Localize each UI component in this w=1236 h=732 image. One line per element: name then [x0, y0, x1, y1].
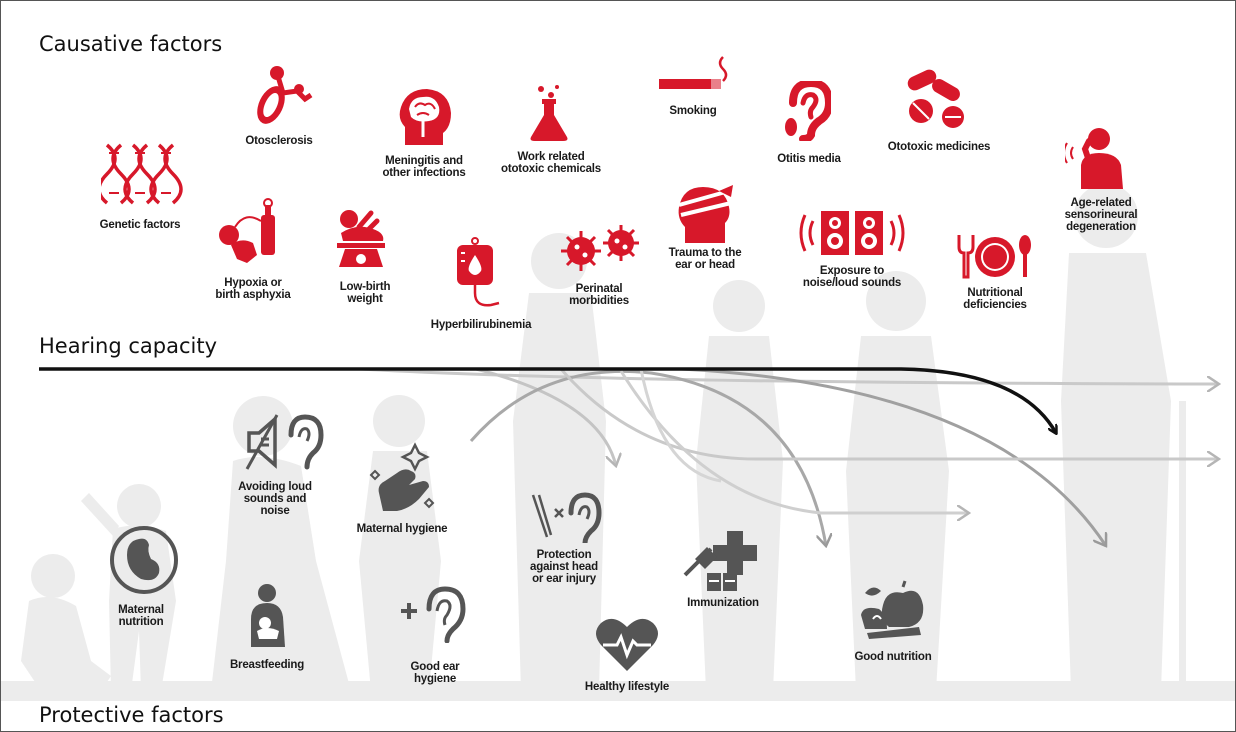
label-healthy-lifestyle: Healthy lifestyle	[584, 681, 670, 693]
pills-icon	[907, 69, 964, 128]
iv-bag-icon	[457, 237, 500, 307]
label-smoking: Smoking	[669, 105, 717, 117]
label-maternal-nutrition: Maternal nutrition	[118, 604, 164, 628]
dna-icon	[101, 143, 183, 205]
protective-factors-heading: Protective factors	[39, 703, 224, 727]
label-low-birth-weight: Low-birth weight	[339, 281, 391, 305]
label-injury-protection: Protection against head or ear injury	[530, 549, 598, 585]
label-age-related: Age-related sensorineural degeneration	[1064, 197, 1138, 233]
label-trauma: Trauma to the ear or head	[668, 247, 742, 271]
causative-factors-heading: Causative factors	[39, 32, 223, 56]
ear-protection-icon	[531, 492, 602, 543]
label-avoiding-noise: Avoiding loud sounds and noise	[238, 481, 312, 517]
fork-plate-spoon-icon	[957, 235, 1031, 279]
label-otitis-media: Otitis media	[777, 153, 841, 165]
clean-hand-icon	[369, 442, 435, 511]
label-hypoxia: Hypoxia or birth asphyxia	[215, 277, 291, 301]
label-noise-exposure: Exposure to noise/loud sounds	[802, 265, 902, 289]
cigarette-icon	[659, 56, 728, 89]
bandaged-head-icon	[678, 185, 733, 243]
label-otosclerosis: Otosclerosis	[245, 135, 313, 147]
label-hyperbilirubinemia: Hyperbilirubinemia	[430, 319, 532, 331]
flask-icon	[530, 85, 568, 141]
speaker-ear-icon	[245, 414, 324, 470]
heart-pulse-icon	[596, 618, 658, 671]
infant-oxygen-icon	[219, 198, 275, 263]
protective-arrows	[360, 367, 1219, 546]
hearing-capacity-line	[39, 367, 1056, 433]
fetus-icon	[110, 526, 178, 594]
elderly-listening-icon	[1065, 128, 1123, 189]
label-good-ear-hygiene: Good ear hygiene	[410, 661, 460, 685]
label-good-nutrition: Good nutrition	[854, 651, 932, 663]
label-immunization: Immunization	[687, 597, 759, 609]
label-work-chemicals: Work related ototoxic chemicals	[501, 151, 601, 175]
baby-scale-icon	[337, 210, 385, 267]
breastfeeding-icon	[251, 584, 285, 647]
speakers-icon	[799, 211, 905, 255]
hearing-capacity-heading: Hearing capacity	[39, 334, 218, 358]
fruit-vegetables-icon	[861, 580, 924, 639]
ear-plus-icon	[401, 586, 466, 643]
ear-icon	[785, 81, 831, 141]
virus-icon	[561, 225, 639, 271]
middle-ear-bones-icon	[257, 66, 313, 124]
label-maternal-hygiene: Maternal hygiene	[356, 523, 448, 535]
label-nutritional: Nutritional deficiencies	[963, 287, 1027, 311]
label-breastfeeding: Breastfeeding	[229, 659, 305, 671]
brain-head-icon	[399, 89, 451, 145]
label-ototoxic-medicines: Ototoxic medicines	[887, 141, 991, 153]
syringe-icon	[683, 531, 757, 591]
label-meningitis: Meningitis and other infections	[382, 155, 466, 179]
label-genetic-factors: Genetic factors	[99, 219, 181, 231]
label-perinatal: Perinatal morbidities	[569, 283, 629, 307]
people-silhouettes	[1, 184, 1235, 701]
